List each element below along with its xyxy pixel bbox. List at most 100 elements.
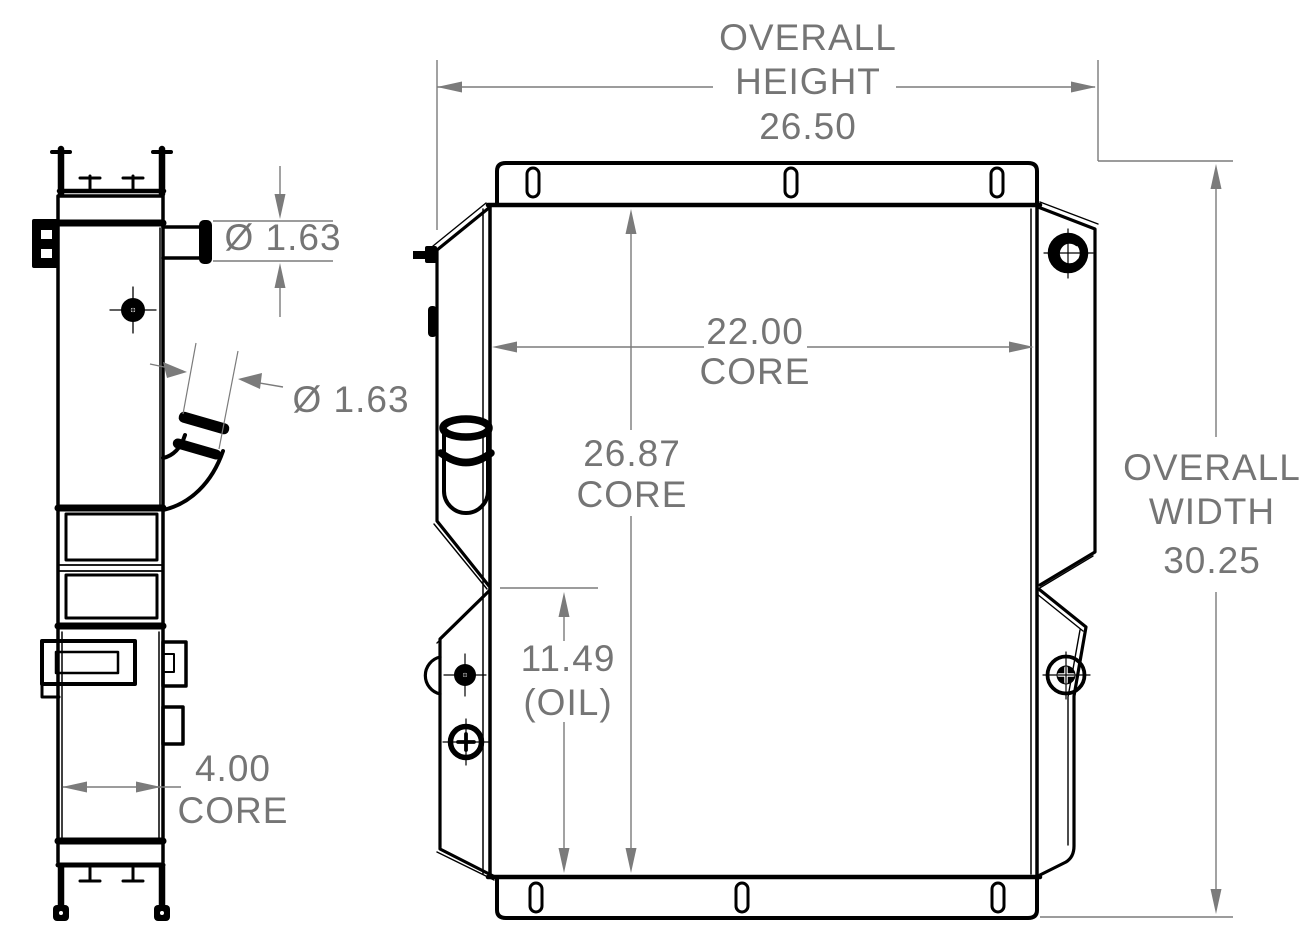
front-side-tab — [428, 306, 437, 337]
dim-overall-width-arrow-bottom — [1210, 889, 1222, 914]
front-oil-port-small-cross — [443, 653, 487, 697]
dimension-labels: OVERALL HEIGHT 26.50 22.00 CORE 26.87 CO… — [178, 17, 1301, 831]
front-core-edges-inner — [482, 208, 1032, 875]
dim-core-height-arrow-top — [625, 209, 637, 234]
front-top-slot-3 — [989, 166, 1005, 199]
side-hole-marker-cross — [109, 286, 157, 334]
front-filler-cap-swirl — [1055, 239, 1082, 268]
dim-overall-height — [436, 60, 1099, 230]
front-right-port-cross — [1042, 651, 1091, 700]
side-view — [32, 145, 230, 921]
overall-width-value: 30.25 — [1163, 540, 1261, 581]
front-hose-bottom — [442, 489, 490, 515]
dim-core-depth-arrow-left — [62, 781, 87, 793]
side-outlet-pipe — [161, 225, 203, 260]
side-header-boxes — [64, 512, 159, 620]
front-right-tank — [1036, 205, 1097, 878]
front-oil-port-large-cross — [442, 718, 490, 766]
front-nipple — [413, 251, 427, 259]
dim-angled-port-arrow-right — [238, 373, 262, 389]
dim-core-depth-arrow-right — [136, 781, 161, 793]
side-drain-hole-1 — [41, 230, 52, 239]
side-bottom-bracket-tabs — [78, 866, 145, 883]
front-nipple-head — [425, 246, 437, 263]
dim-core-width — [492, 341, 1034, 353]
dim-overall-width-arrow-top — [1210, 164, 1222, 189]
side-header-divider — [57, 564, 164, 572]
dim-core-depth — [62, 781, 181, 793]
oil-height-label: (OIL) — [523, 682, 612, 723]
front-bottom-slot-3 — [990, 881, 1006, 914]
side-elbow-outer — [161, 449, 225, 512]
front-core-edges — [488, 204, 1039, 878]
side-drain-fitting — [32, 219, 59, 268]
dim-upper-port-arrow-bottom — [274, 263, 286, 288]
overall-height-value: 26.50 — [759, 106, 857, 147]
front-bottom-slot-1 — [528, 881, 544, 914]
side-top-bracket-legs — [57, 145, 166, 198]
side-body-outline — [56, 194, 165, 864]
overall-width-word-1: OVERALL — [1123, 447, 1301, 488]
core-depth-value: 4.00 — [195, 748, 271, 789]
dim-core-height — [625, 209, 637, 873]
side-outlet-pipe-bead — [199, 220, 212, 264]
front-left-bump — [423, 655, 442, 696]
front-top-slot-1 — [525, 166, 541, 199]
front-bottom-slot-2 — [734, 881, 750, 914]
dim-upper-port-arrow-top — [274, 194, 286, 219]
dim-oil-height-arrow-top — [558, 592, 570, 617]
oil-height-value: 11.49 — [521, 638, 616, 679]
side-left-bracket-step — [40, 682, 61, 699]
core-height-label: CORE — [577, 474, 688, 515]
core-width-value: 22.00 — [706, 311, 804, 352]
dim-upper-port — [213, 166, 333, 317]
front-left-tank-thin — [432, 202, 495, 881]
angled-port-diameter-value: Ø 1.63 — [292, 379, 409, 420]
overall-height-word-1: OVERALL — [719, 17, 897, 58]
dim-overall-height-arrow-right — [1071, 81, 1096, 93]
core-depth-label: CORE — [178, 790, 289, 831]
dim-angled-port-extensions — [182, 342, 239, 450]
side-bottom-bracket-legs — [57, 863, 166, 916]
front-view — [413, 161, 1099, 920]
overall-width-word-2: WIDTH — [1149, 491, 1275, 532]
dim-core-width-arrow-left — [492, 341, 517, 353]
dim-angled-port-arrow-left — [163, 362, 187, 378]
dim-overall-width — [1040, 160, 1233, 918]
overall-height-word-2: HEIGHT — [735, 61, 881, 102]
dim-oil-height — [500, 587, 598, 873]
side-gasket-bands — [54, 219, 167, 845]
dim-overall-width-extensions — [1040, 160, 1233, 918]
front-hose-top-ring — [439, 415, 493, 441]
front-top-slot-2 — [783, 166, 799, 199]
front-filler-cap-cross — [1043, 228, 1094, 279]
side-right-tab-1-notch — [162, 653, 175, 673]
front-hose-sides — [442, 429, 490, 493]
side-elbow-bead-2 — [172, 438, 222, 460]
side-left-bracket-inner — [54, 650, 120, 675]
side-drain-hole-2 — [41, 249, 52, 258]
side-bottom-foot-left-hole — [59, 911, 63, 915]
core-height-value: 26.87 — [583, 433, 681, 474]
upper-port-diameter-value: Ø 1.63 — [224, 217, 341, 258]
front-top-flange — [495, 161, 1039, 206]
side-bottom-foot-right-hole — [160, 911, 164, 915]
dim-overall-height-arrow-left — [437, 81, 462, 93]
dim-core-height-arrow-bottom — [625, 848, 637, 873]
dim-angled-port — [149, 342, 284, 450]
dim-core-width-arrow-right — [1009, 341, 1034, 353]
side-elbow-bead-1 — [178, 411, 230, 435]
side-top-bracket-tabs — [78, 174, 145, 192]
front-hose-band — [437, 449, 495, 467]
dimension-linework — [62, 60, 1233, 918]
side-body-inner-lines — [61, 227, 161, 839]
side-right-tab-2 — [161, 705, 185, 746]
core-width-label: CORE — [700, 351, 811, 392]
dim-oil-height-arrow-bottom — [558, 848, 570, 873]
dim-overall-height-extensions — [436, 60, 1099, 230]
front-left-tank — [435, 205, 499, 880]
front-bottom-flange — [495, 875, 1039, 920]
dim-upper-port-extensions — [213, 220, 333, 262]
